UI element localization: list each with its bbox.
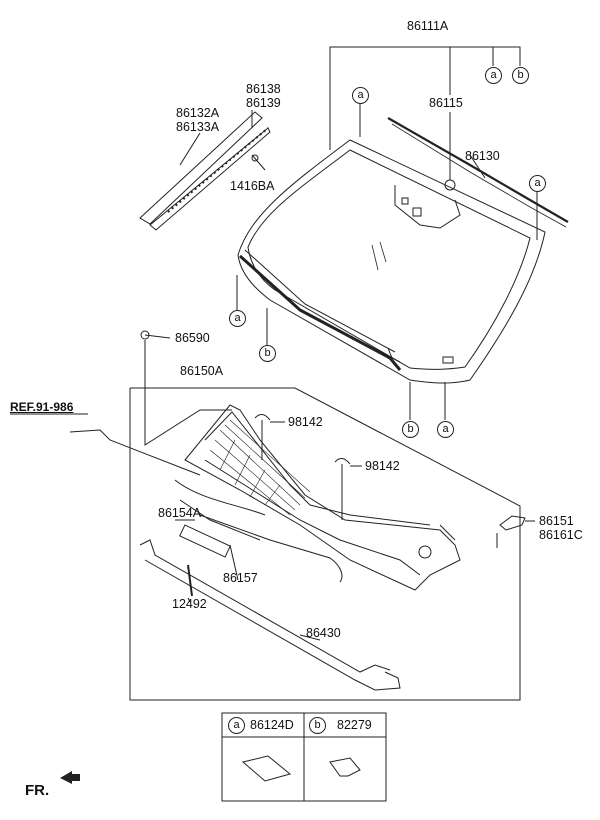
callout-86157: 86157 [223, 571, 258, 585]
callout-86130: 86130 [465, 149, 500, 163]
top-molding [387, 117, 569, 223]
seal-86430 [144, 559, 401, 691]
callout-86133A: 86133A [176, 120, 220, 134]
cowl-box [130, 388, 295, 392]
callout-12492: 12492 [172, 597, 207, 611]
circle-a-right: a [529, 175, 546, 192]
callout-86138: 86138 [246, 82, 281, 96]
callout-86430: 86430 [306, 626, 341, 640]
cap-98142-2 [334, 458, 351, 465]
callout-86111A: 86111A [407, 19, 449, 33]
side-molding [139, 111, 263, 225]
legend-part-b: 82279 [337, 718, 372, 732]
callout-86115: 86115 [429, 96, 463, 110]
circle-b-top: b [512, 67, 529, 84]
legend-part-a: 86124D [250, 718, 294, 732]
cap-98142-1 [254, 414, 271, 421]
clip-86115 [444, 179, 456, 191]
legend-circle-a: a [228, 717, 245, 734]
callout-86150A: 86150A [180, 364, 224, 378]
callout-98142-1: 98142 [288, 415, 323, 429]
callout-98142-2: 98142 [365, 459, 400, 473]
callout-86590: 86590 [175, 331, 210, 345]
circle-a-left: a [229, 310, 246, 327]
legend-circle-b: b [309, 717, 326, 734]
hose [174, 479, 266, 516]
circle-b-left: b [259, 345, 276, 362]
circle-a-top: a [485, 67, 502, 84]
callout-86161C: 86161C [539, 528, 583, 542]
circle-b-bottom: b [402, 421, 419, 438]
circle-a-glass-top: a [352, 87, 369, 104]
callout-86151: 86151 [539, 514, 574, 528]
cowl-panel [184, 404, 461, 591]
reference-label: REF.91-986 [10, 400, 74, 414]
front-indicator: FR. [25, 782, 50, 799]
callout-1416BA: 1416BA [230, 179, 275, 193]
callout-86132A: 86132A [176, 106, 220, 120]
circle-a-bottom: a [437, 421, 454, 438]
front-arrow [60, 771, 80, 784]
callout-86154A: 86154A [158, 506, 202, 520]
leader-86111A [329, 46, 521, 150]
windshield-glass [237, 139, 546, 384]
callout-86139: 86139 [246, 96, 281, 110]
